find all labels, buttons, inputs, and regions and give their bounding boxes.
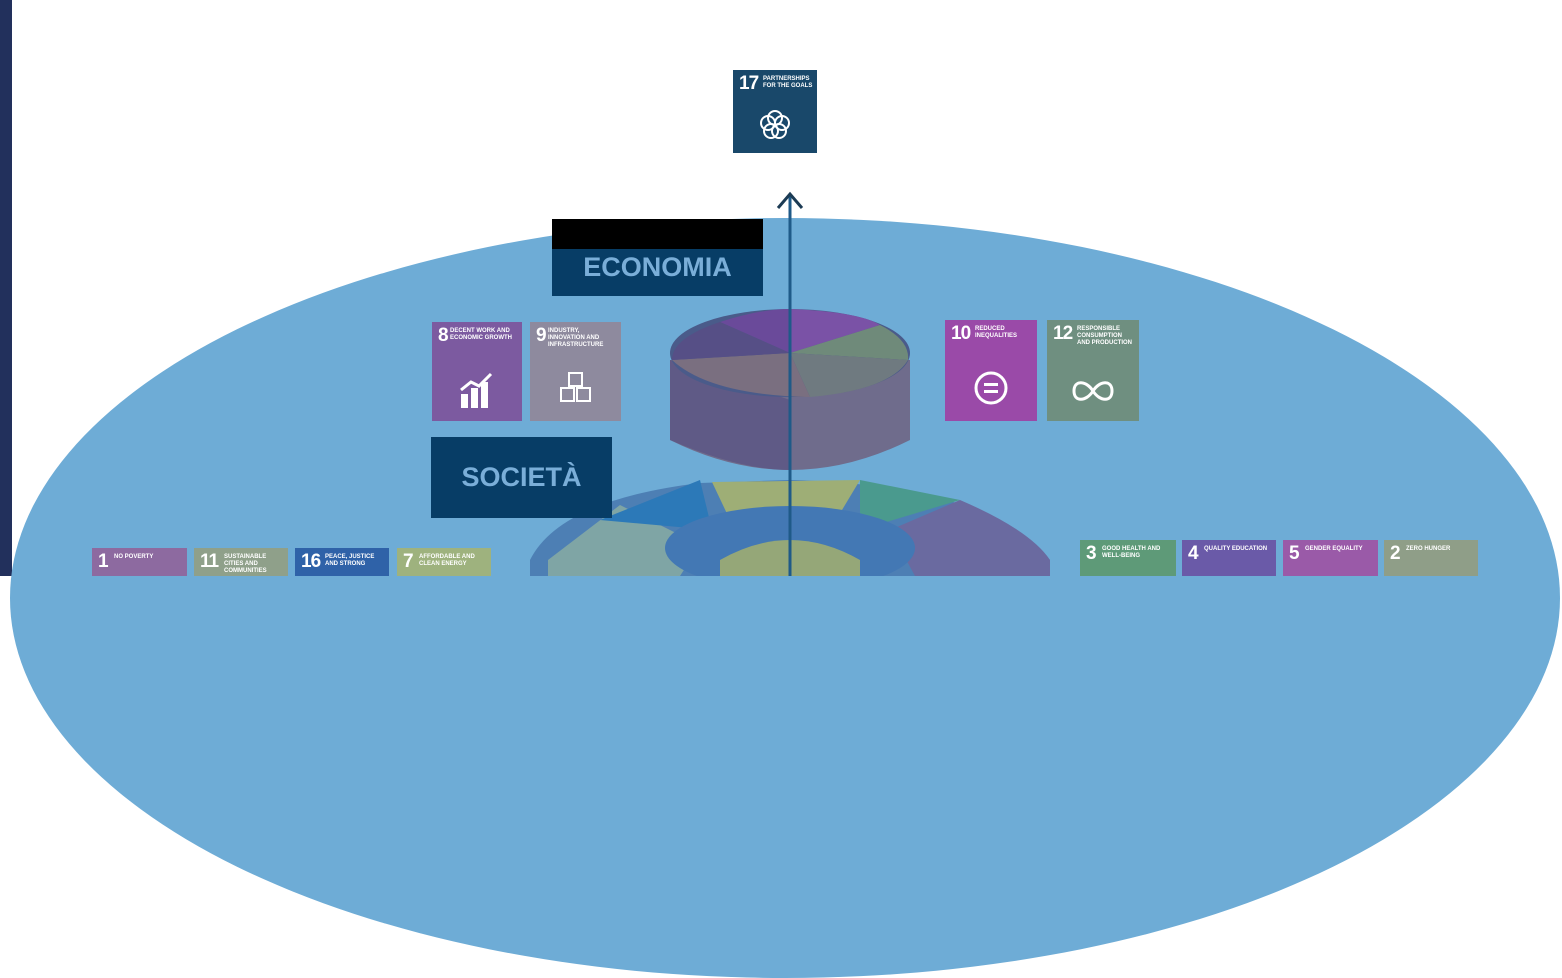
sdg-goal-11-tile: 11 SUSTAINABLE CITIES AND COMMUNITIES [194, 548, 288, 576]
goal-title: NO POVERTY [114, 554, 154, 560]
goal-title: INDUSTRY, INNOVATION AND INFRASTRUCTURE [548, 328, 604, 348]
goal-number: 4 [1188, 543, 1199, 564]
goal-title: REDUCED INEQUALITIES [975, 326, 1018, 339]
left-accent-bar [0, 0, 12, 576]
society-label: SOCIETÀ [431, 437, 612, 518]
sdg-goal-10-tile: 10 REDUCED INEQUALITIES [945, 320, 1037, 421]
partnership-flower-icon [760, 110, 790, 139]
goal-title: PARTNERSHIPS FOR THE GOALS [763, 76, 813, 89]
sdg-goal-1-tile: 1 NO POVERTY [92, 548, 187, 576]
sdg-wedding-cake-diagram [530, 191, 1050, 576]
goal-number: 9 [536, 325, 547, 346]
up-arrow [776, 191, 804, 576]
sdg-goal-8-tile: 8 DECENT WORK AND ECONOMIC GROWTH [432, 322, 522, 421]
goal-title: QUALITY EDUCATION [1204, 546, 1268, 552]
goal-number: 16 [301, 551, 321, 572]
goal-number: 8 [438, 325, 449, 346]
goal-title: PEACE, JUSTICE AND STRONG [325, 554, 375, 567]
sdg-goal-5-tile: 5 GENDER EQUALITY [1283, 540, 1378, 576]
growth-chart-icon [460, 372, 493, 408]
goal-number: 7 [403, 551, 414, 572]
sdg-goal-17-tile: 17 PARTNERSHIPS FOR THE GOALS [733, 70, 817, 153]
goal-title: ZERO HUNGER [1406, 546, 1451, 552]
sdg-goal-7-tile: 7 AFFORDABLE AND CLEAN ENERGY [397, 548, 491, 576]
goal-number: 11 [200, 551, 219, 572]
infinity-icon [1072, 381, 1114, 401]
goal-number: 5 [1289, 543, 1300, 564]
goal-title: SUSTAINABLE CITIES AND COMMUNITIES [224, 554, 267, 574]
goal-title: AFFORDABLE AND CLEAN ENERGY [419, 554, 475, 567]
sdg-goal-2-tile: 2 ZERO HUNGER [1384, 540, 1478, 576]
equality-icon [974, 371, 1008, 405]
sdg-goal-4-tile: 4 QUALITY EDUCATION [1182, 540, 1276, 576]
goal-title: GENDER EQUALITY [1305, 546, 1363, 552]
goal-number: 17 [739, 73, 759, 94]
goal-number: 12 [1053, 323, 1073, 344]
sdg-goal-16-tile: 16 PEACE, JUSTICE AND STRONG [295, 548, 389, 576]
goal-number: 3 [1086, 543, 1097, 564]
cubes-icon [560, 372, 591, 402]
goal-number: 1 [98, 551, 109, 572]
goal-title: RESPONSIBLE CONSUMPTION AND PRODUCTION [1077, 326, 1132, 346]
goal-title: DECENT WORK AND ECONOMIC GROWTH [450, 328, 512, 341]
economy-label: ECONOMIA [552, 219, 763, 296]
sdg-goal-9-tile: 9 INDUSTRY, INNOVATION AND INFRASTRUCTUR… [530, 322, 621, 421]
goal-number: 2 [1390, 543, 1401, 564]
sdg-goal-12-tile: 12 RESPONSIBLE CONSUMPTION AND PRODUCTIO… [1047, 320, 1139, 421]
sdg-goal-3-tile: 3 GOOD HEALTH AND WELL-BEING [1080, 540, 1176, 576]
goal-number: 10 [951, 323, 971, 344]
goal-title: GOOD HEALTH AND WELL-BEING [1102, 546, 1161, 559]
